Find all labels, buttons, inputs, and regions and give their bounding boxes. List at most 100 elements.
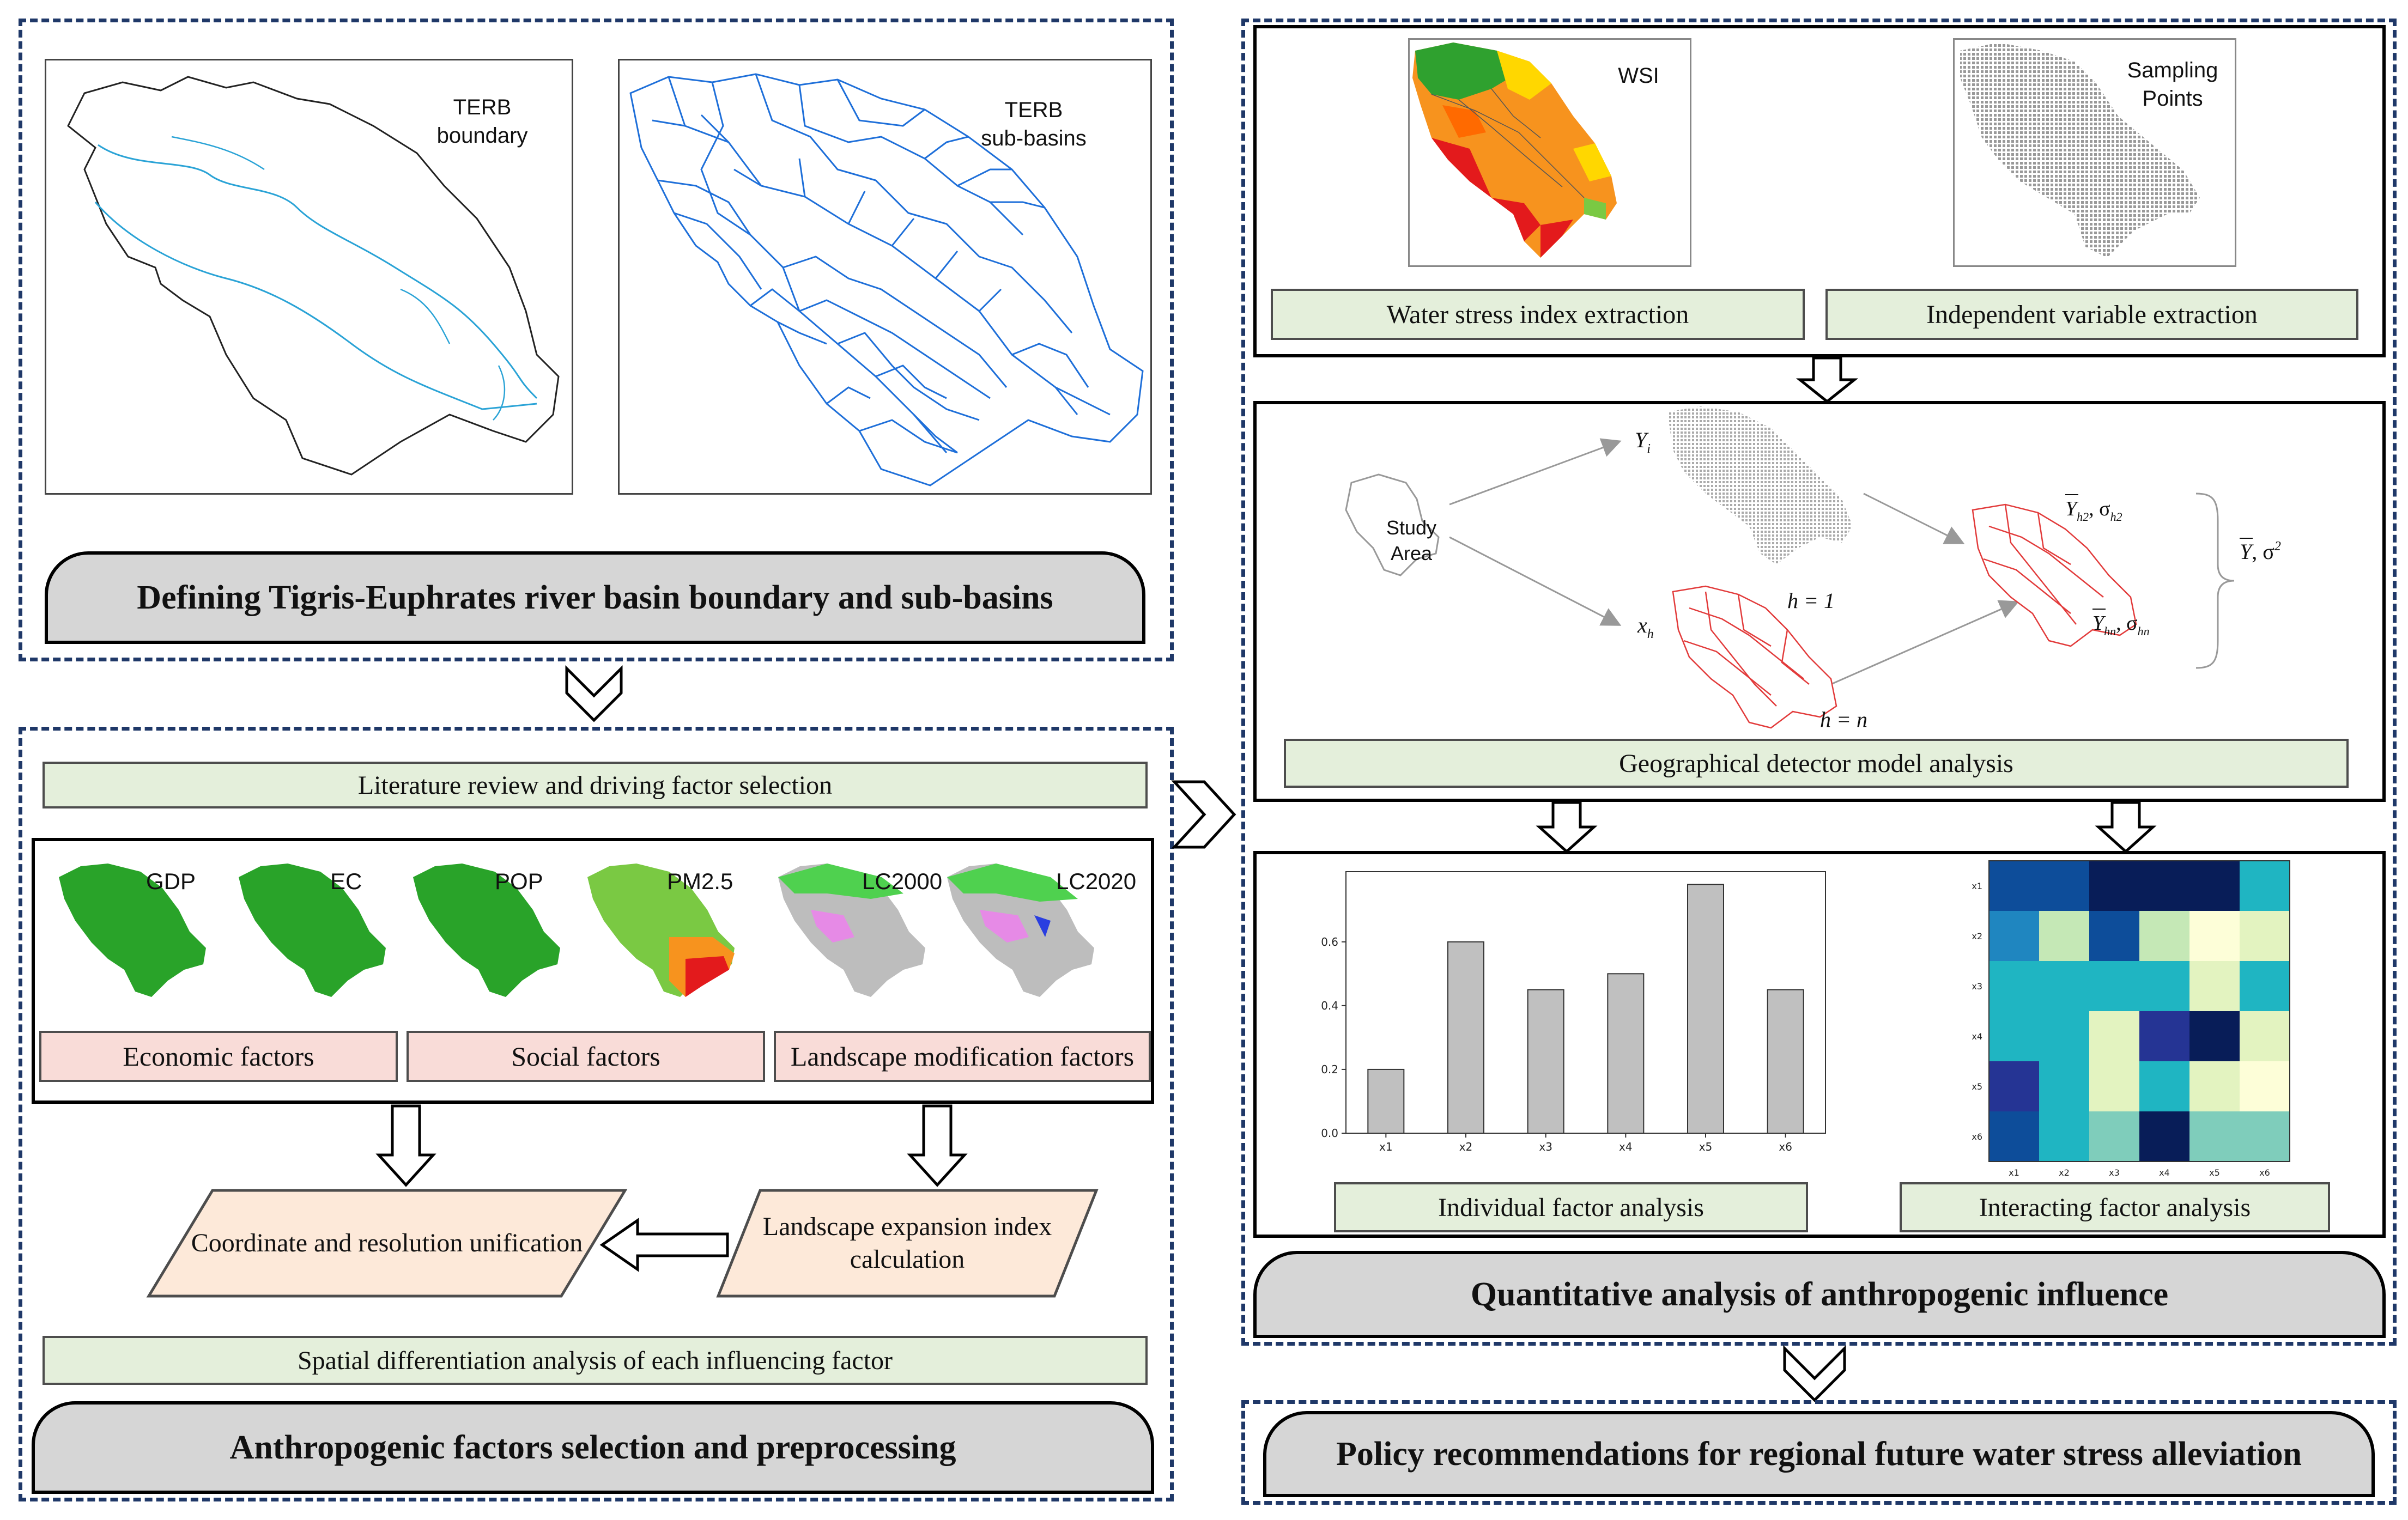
arrow-right-icon (1171, 780, 1236, 849)
heat-cell-x1-x4 (2139, 861, 2189, 911)
interacting-factor-step: Interacting factor analysis (1900, 1182, 2330, 1232)
literature-review-step: Literature review and driving factor sel… (43, 762, 1148, 808)
heat-cell-x4-x5 (2189, 1011, 2240, 1061)
bar-x6 (1767, 989, 1804, 1134)
heat-cell-x4-x1 (1989, 1011, 2039, 1061)
x-tick-label: x3 (1539, 1140, 1552, 1153)
arrow-down-icon (1796, 356, 1859, 404)
y-tick-label: 0.6 (1321, 935, 1338, 949)
x-tick-label: x4 (1619, 1140, 1633, 1153)
svg-text:Yhn, σhn: Yhn, σhn (2092, 612, 2150, 638)
heat-cell-x4-x3 (2089, 1011, 2139, 1061)
x-tick-label: x2 (1459, 1140, 1473, 1153)
heat-cell-x1-x6 (2240, 861, 2290, 911)
heat-col-label: x2 (2059, 1168, 2070, 1178)
panel2-title: Anthropogenic factors selection and prep… (32, 1401, 1154, 1494)
heat-cell-x1-x3 (2089, 861, 2139, 911)
heat-cell-x5-x5 (2189, 1061, 2240, 1111)
study-area-label: Study Area (1386, 516, 1437, 564)
y-tick-label: 0.0 (1321, 1127, 1338, 1140)
bar-x3 (1527, 989, 1564, 1134)
individual-factor-step: Individual factor analysis (1334, 1182, 1808, 1232)
heat-cell-x6-x4 (2139, 1111, 2189, 1162)
heat-cell-x2-x2 (2039, 911, 2089, 961)
x-tick-label: x5 (1699, 1140, 1713, 1153)
sampling-points-map: Sampling Points (1953, 38, 2236, 267)
geodetector-step: Geographical detector model analysis (1284, 739, 2349, 788)
economic-factors-label: Economic factors (39, 1031, 398, 1082)
heat-cell-x5-x2 (2039, 1061, 2089, 1111)
spatial-differentiation-step: Spatial differentiation analysis of each… (43, 1336, 1148, 1385)
wsi-extraction-step: Water stress index extraction (1271, 289, 1805, 340)
landscape-factors-label: Landscape modification factors (774, 1031, 1151, 1082)
svg-text:Yi: Yi (1635, 428, 1651, 456)
geodetector-box (1253, 401, 2386, 802)
factor-gdp-label: GDP (146, 868, 196, 894)
arrow-down-icon (1783, 1345, 1846, 1402)
factor-pop-label: POP (495, 868, 543, 894)
heat-cell-x6-x3 (2089, 1111, 2139, 1162)
heat-cell-x6-x1 (1989, 1111, 2039, 1162)
heat-row-label: x3 (1972, 981, 1982, 992)
heat-cell-x2-x4 (2139, 911, 2189, 961)
heat-cell-x3-x1 (1989, 961, 2039, 1011)
heat-cell-x3-x6 (2240, 961, 2290, 1011)
terb-subbasins-label: TERB sub-basins (981, 98, 1087, 150)
heat-cell-x3-x3 (2089, 961, 2139, 1011)
svg-text:Yh2, σh2: Yh2, σh2 (2065, 497, 2122, 524)
arrow-down-icon (375, 1104, 436, 1187)
panel-basin-definition (19, 19, 1174, 661)
heat-cell-x2-x3 (2089, 911, 2139, 961)
terb-boundary-map: TERB boundary (45, 59, 573, 495)
heat-row-label: x6 (1972, 1132, 1982, 1142)
bar-x1 (1367, 1068, 1405, 1134)
coord-unification-shape (146, 1189, 628, 1298)
heatmap-frame (1988, 860, 2290, 1162)
panel3-title: Quantitative analysis of anthropogenic i… (1253, 1251, 2386, 1338)
terb-subbasins-map: TERB sub-basins (618, 59, 1152, 495)
heat-col-label: x4 (2159, 1168, 2170, 1178)
factor-pm25-label: PM2.5 (667, 868, 733, 894)
individual-factor-chart: 0.0 0.2 0.4 0.6 x1 x2 x3 x4 x5 x6 (1302, 861, 1842, 1171)
heat-row-label: x1 (1972, 881, 1982, 891)
sampling-points-label: Sampling Points (2127, 58, 2218, 111)
heat-row-label: x4 (1972, 1031, 1982, 1042)
geodetector-diagram: Yi xh h = 1 h = n Yh2, σh2 Yhn, σhn Y, σ… (1345, 406, 2281, 732)
heat-col-label: x6 (2259, 1168, 2270, 1178)
terb-boundary-label: TERB boundary (436, 95, 528, 148)
arrow-down-icon (565, 665, 623, 722)
factor-lc2020-label: LC2020 (1056, 868, 1137, 894)
heat-cell-x5-x3 (2089, 1061, 2139, 1111)
heat-col-label: x1 (2009, 1168, 2019, 1178)
bar-chart-frame (1345, 871, 1826, 1134)
heat-cell-x5-x1 (1989, 1061, 2039, 1111)
heat-cell-x4-x6 (2240, 1011, 2290, 1061)
bar-x5 (1687, 884, 1724, 1134)
lei-calculation-label: Landscape expansion index calculation (762, 1212, 1052, 1274)
factor-ec-label: EC (330, 868, 362, 894)
heat-cell-x4-x2 (2039, 1011, 2089, 1061)
arrow-down-icon (1536, 801, 1598, 854)
x-tick-label: x1 (1379, 1140, 1393, 1153)
y-tick-label: 0.2 (1321, 1063, 1338, 1076)
heat-cell-x5-x6 (2240, 1061, 2290, 1111)
heat-col-label: x3 (2109, 1168, 2120, 1178)
panel1-title: Defining Tigris‐Euphrates river basin bo… (45, 551, 1145, 644)
svg-text:Y, σ2: Y, σ2 (2240, 539, 2281, 564)
heat-col-label: x5 (2209, 1168, 2220, 1178)
heat-cell-x1-x5 (2189, 861, 2240, 911)
panel4-title: Policy recommendations for regional futu… (1263, 1411, 2375, 1497)
heat-cell-x4-x4 (2139, 1011, 2189, 1061)
x-tick-label: x6 (1779, 1140, 1792, 1153)
factor-lc2000-label: LC2000 (862, 868, 943, 894)
y-tick-label: 0.4 (1321, 999, 1338, 1012)
heat-cell-x3-x4 (2139, 961, 2189, 1011)
heat-cell-x6-x2 (2039, 1111, 2089, 1162)
heat-cell-x2-x5 (2189, 911, 2240, 961)
wsi-map: WSI (1408, 38, 1691, 267)
heat-row-label: x5 (1972, 1081, 1982, 1092)
factor-maps-row: GDP EC POP PM2.5 LC2000 LC2020 (53, 861, 1138, 1002)
svg-text:h = 1: h = 1 (1787, 588, 1835, 613)
